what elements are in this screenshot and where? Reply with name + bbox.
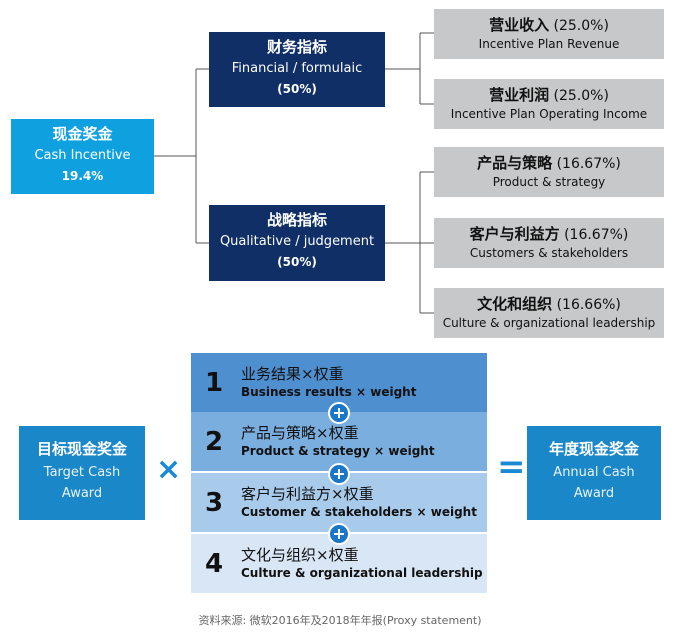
step-number: 3 <box>205 488 224 518</box>
financial-pct: (50%) <box>277 82 317 96</box>
equals-operator: = <box>497 447 526 487</box>
step-sub: Product & strategy × weight <box>241 444 435 458</box>
multiply-operator: × <box>156 452 182 487</box>
step-number: 2 <box>205 427 224 457</box>
metric-box: 营业收入 (25.0%) Incentive Plan Revenue <box>434 9 664 59</box>
metric-box: 文化和组织 (16.66%) Culture & organizational … <box>434 288 664 338</box>
financial-title: 财务指标 <box>266 38 327 56</box>
plus-icon <box>328 402 350 424</box>
metric-box: 客户与利益方 (16.67%) Customers & stakeholders <box>434 218 664 268</box>
metric-sub: Culture & organizational leadership <box>442 316 656 330</box>
metric-title: 营业收入 <box>489 16 550 34</box>
financial-sub: Financial / formulaic <box>231 61 363 76</box>
metric-title: 产品与策略 <box>477 154 553 172</box>
metric-pct: (25.0%) <box>553 88 609 104</box>
target-cash-box: 目标现金奖金 Target Cash Award <box>19 426 145 520</box>
metric-pct: (25.0%) <box>553 18 609 34</box>
strategic-sub: Qualitative / judgement <box>219 234 375 249</box>
annual-title: 年度现金奖金 <box>548 440 639 458</box>
metric-pct: (16.67%) <box>564 227 629 243</box>
strategic-box: 战略指标 Qualitative / judgement (50%) <box>209 205 385 281</box>
metric-sub: Product & strategy <box>492 175 606 189</box>
step-sub: Customer & stakeholders × weight <box>241 505 477 519</box>
strategic-title: 战略指标 <box>266 211 327 229</box>
strategic-pct: (50%) <box>277 255 317 269</box>
metric-title: 文化和组织 <box>477 295 553 313</box>
step-sub: Culture & organizational leadership <box>241 566 483 580</box>
metric-box: 产品与策略 (16.67%) Product & strategy <box>434 147 664 197</box>
step-title: 文化与组织×权重 <box>241 546 359 564</box>
metric-sub: Customers & stakeholders <box>469 246 629 260</box>
target-line2: Award <box>61 486 103 501</box>
cash-incentive-box: 现金奖金 Cash Incentive 19.4% <box>11 119 154 194</box>
metric-pct: (16.67%) <box>556 156 621 172</box>
metric-sub: Incentive Plan Revenue <box>478 37 620 51</box>
annual-line1: Annual Cash <box>553 465 635 480</box>
metric-title: 营业利润 <box>489 86 550 104</box>
annual-line2: Award <box>573 486 615 501</box>
step-title: 客户与利益方×权重 <box>241 485 374 503</box>
step-sub: Business results × weight <box>241 385 417 399</box>
cash-sub: Cash Incentive <box>34 148 131 163</box>
target-line1: Target Cash <box>43 465 121 480</box>
source-note: 资料来源: 微软2016年及2018年年报(Proxy statement) <box>198 614 482 627</box>
annual-cash-box: 年度现金奖金 Annual Cash Award <box>527 426 661 520</box>
metric-sub: Incentive Plan Operating Income <box>450 107 648 121</box>
step-number: 4 <box>205 549 224 579</box>
target-title: 目标现金奖金 <box>36 440 127 458</box>
financial-box: 财务指标 Financial / formulaic (50%) <box>209 32 385 107</box>
metric-pct: (16.66%) <box>556 297 621 313</box>
plus-icon <box>328 463 350 485</box>
plus-icon <box>328 523 350 545</box>
step-title: 产品与策略×权重 <box>241 424 359 442</box>
metric-title: 客户与利益方 <box>469 225 560 243</box>
cash-title: 现金奖金 <box>52 125 113 143</box>
step-number: 1 <box>205 368 224 398</box>
cash-pct: 19.4% <box>61 169 104 183</box>
step-title: 业务结果×权重 <box>241 365 344 383</box>
metric-box: 营业利润 (25.0%) Incentive Plan Operating In… <box>434 79 664 129</box>
tree-connectors <box>154 32 434 314</box>
